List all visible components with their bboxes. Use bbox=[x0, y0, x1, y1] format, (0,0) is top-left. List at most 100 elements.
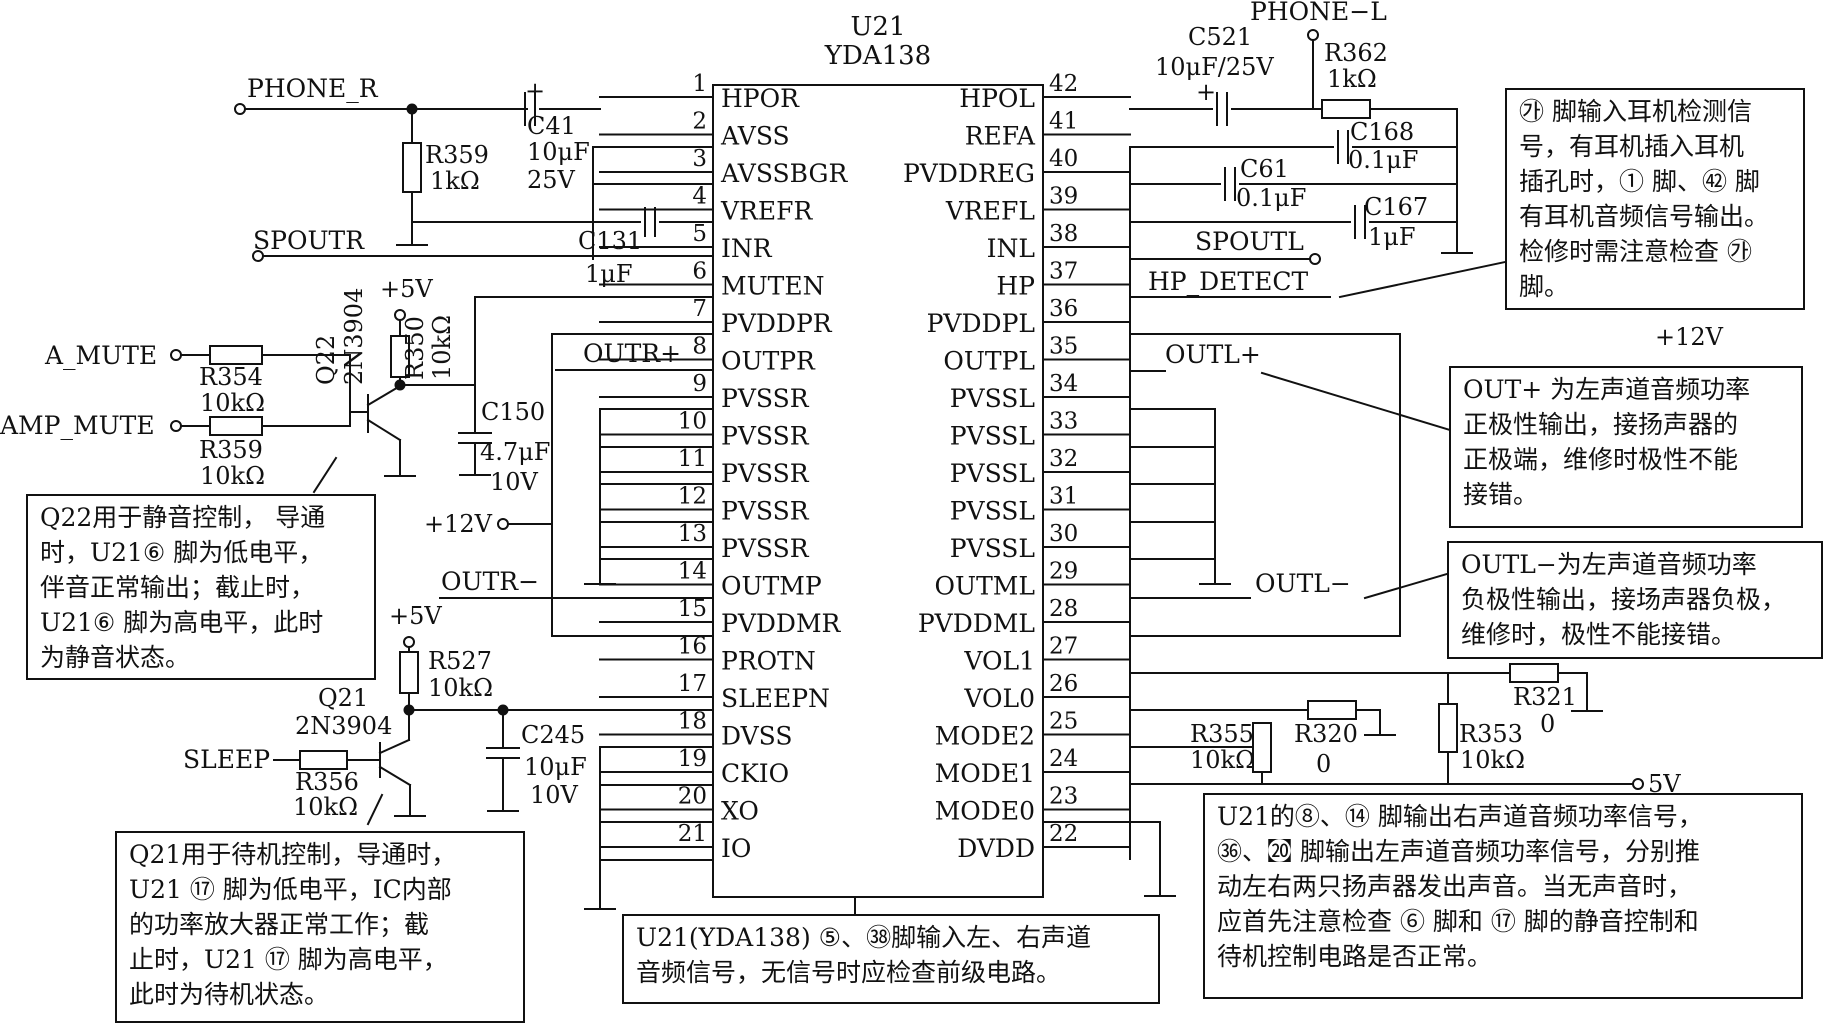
net-outl-plus: OUTL+ bbox=[1165, 340, 1261, 369]
q21-part: 2N3904 bbox=[295, 712, 392, 740]
terminal-circle bbox=[1632, 778, 1644, 790]
wire bbox=[366, 384, 402, 407]
pin-number: 37 bbox=[1049, 259, 1078, 285]
r362-ref: R362 bbox=[1324, 39, 1388, 67]
r321-ref: R321 bbox=[1513, 683, 1577, 711]
c167-ref: C167 bbox=[1364, 193, 1428, 221]
r356-ref: R356 bbox=[295, 768, 359, 796]
pin-number: 42 bbox=[1049, 71, 1078, 97]
polarity-plus: + bbox=[525, 77, 545, 105]
terminal-circle bbox=[170, 420, 182, 432]
pin-name-right: MODE2 bbox=[935, 722, 1035, 751]
q21-ref: Q21 bbox=[318, 684, 368, 712]
pin-number: 34 bbox=[1049, 371, 1078, 397]
pin-number: 2 bbox=[692, 109, 707, 135]
pin-number: 36 bbox=[1049, 296, 1078, 322]
pin-name-right: PVSSL bbox=[950, 534, 1035, 563]
c61-ref: C61 bbox=[1240, 155, 1289, 183]
r353-ref: R353 bbox=[1459, 720, 1523, 748]
r362-value: 1kΩ bbox=[1327, 65, 1377, 93]
resistor-body bbox=[1509, 663, 1559, 683]
pin-number: 17 bbox=[678, 671, 707, 697]
resistor-body bbox=[299, 750, 348, 770]
ic-ref: U21 bbox=[851, 12, 906, 42]
net-spoutr: SPOUTR bbox=[253, 226, 365, 255]
pin-number: 3 bbox=[692, 146, 707, 172]
ic-part: YDA138 bbox=[824, 41, 931, 71]
q22-part: 2N3904 bbox=[340, 288, 368, 385]
pin-name-left: PVSSR bbox=[721, 459, 810, 488]
c168-ref: C168 bbox=[1350, 118, 1414, 146]
wire bbox=[378, 738, 411, 755]
pin-number: 5 bbox=[692, 221, 707, 247]
resistor-body bbox=[1438, 703, 1458, 753]
net-phone-r: PHONE_R bbox=[247, 74, 379, 103]
pin-name-left: VREFR bbox=[720, 197, 813, 226]
wire bbox=[1363, 572, 1449, 600]
pin-name-left: INR bbox=[721, 234, 773, 263]
wire bbox=[1260, 371, 1452, 432]
pin-name-left: OUTMP bbox=[721, 572, 822, 601]
net-outr-plus: OUTR+ bbox=[583, 339, 681, 368]
r350-value: 10kΩ bbox=[428, 315, 456, 380]
pin-number: 18 bbox=[678, 709, 707, 735]
r320-ref: R320 bbox=[1294, 720, 1358, 748]
pin-number: 40 bbox=[1049, 146, 1078, 172]
pin-number: 4 bbox=[692, 184, 707, 210]
r353-value: 10kΩ bbox=[1460, 746, 1525, 774]
pin-name-right: PVSSL bbox=[950, 422, 1035, 451]
pin-name-left: AVSSBGR bbox=[720, 159, 848, 188]
net-plus5v-q21: +5V bbox=[389, 602, 442, 630]
pin-number: 9 bbox=[692, 371, 707, 397]
net-amp-mute: AMP_MUTE bbox=[0, 411, 155, 440]
pin-number: 38 bbox=[1049, 221, 1078, 247]
terminal-circle bbox=[234, 103, 246, 115]
c150-value: 4.7μF bbox=[480, 438, 550, 466]
r350-ref: R350 bbox=[401, 316, 429, 380]
note-outl-minus: OUTL−为左声道音频功率 负极性输出，接场声器负极， 维修时，极性不能接错。 bbox=[1447, 541, 1823, 659]
net-sleep: SLEEP bbox=[183, 745, 270, 774]
pin-name-right: PVSSL bbox=[950, 497, 1035, 526]
polarity-plus-c521: + bbox=[1196, 78, 1216, 106]
pin-name-right: MODE0 bbox=[935, 797, 1035, 826]
pin-name-right: PVSSL bbox=[950, 384, 1035, 413]
pin-number: 33 bbox=[1049, 409, 1078, 435]
r359b-value: 10kΩ bbox=[200, 462, 265, 490]
pin-number: 16 bbox=[678, 634, 707, 660]
pin-name-left: AVSS bbox=[720, 122, 790, 151]
c245-value: 10μF bbox=[524, 753, 587, 781]
pin-number: 35 bbox=[1049, 334, 1078, 360]
c131-value: 1μF bbox=[585, 260, 633, 288]
pin-number: 12 bbox=[678, 484, 707, 510]
wire bbox=[1338, 260, 1507, 299]
wire bbox=[366, 793, 384, 826]
pin-name-left: IO bbox=[721, 834, 751, 863]
terminal-circle bbox=[170, 349, 182, 361]
note-input-pins: U21(YDA138) ⑤、㊳脚输入左、右声道 音频信号，无信号时应检查前级电路… bbox=[622, 914, 1160, 1004]
pin-number: 7 bbox=[692, 296, 707, 322]
pin-number: 25 bbox=[1049, 709, 1078, 735]
pin-number: 14 bbox=[678, 559, 707, 585]
wire bbox=[366, 418, 402, 442]
pin-name-left: DVSS bbox=[721, 722, 792, 751]
resistor-body bbox=[402, 142, 422, 193]
pin-name-left: OUTPR bbox=[721, 347, 816, 376]
pin-number: 1 bbox=[692, 71, 707, 97]
pin-name-right: REFA bbox=[965, 122, 1036, 151]
note-q22-mute: Q22用于静音控制， 导通 时，U21⑥ 脚为低电平， 伴音正常输出；截止时， … bbox=[26, 494, 376, 680]
pin-number: 10 bbox=[678, 409, 707, 435]
pin-number: 20 bbox=[678, 784, 707, 810]
pin-number: 23 bbox=[1049, 784, 1078, 810]
r527-value: 10kΩ bbox=[428, 674, 493, 702]
r354-ref: R354 bbox=[199, 363, 263, 391]
c61-value: 0.1μF bbox=[1236, 184, 1306, 212]
pin-name-left: PVSSR bbox=[721, 422, 810, 451]
pin-name-left: HPOR bbox=[721, 84, 800, 113]
net-a-mute: A_MUTE bbox=[44, 341, 157, 370]
c41-value: 10μF bbox=[527, 138, 590, 166]
pin-number: 27 bbox=[1049, 634, 1078, 660]
pin-name-right: PVDDML bbox=[918, 609, 1035, 638]
pin-number: 41 bbox=[1049, 109, 1078, 135]
net-hp-detect: HP_DETECT bbox=[1148, 267, 1308, 296]
pin-name-left: PROTN bbox=[721, 647, 816, 676]
